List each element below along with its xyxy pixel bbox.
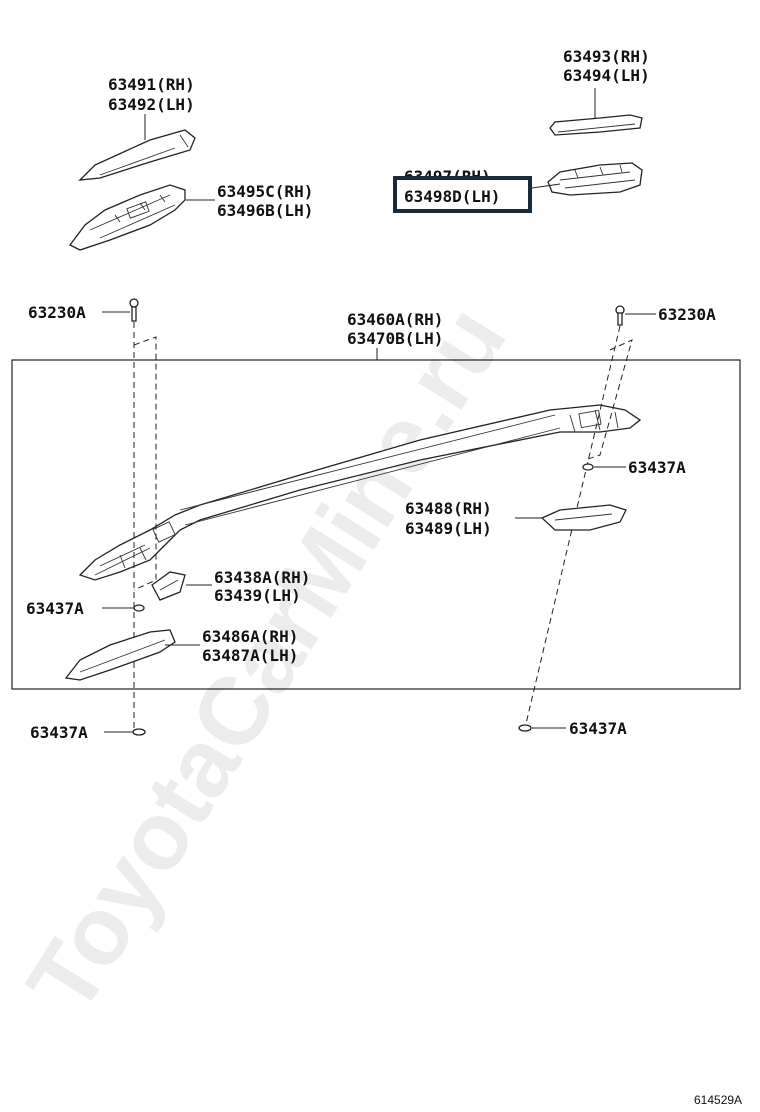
end-bracket-front-part[interactable]: [69, 184, 186, 251]
label-63437a-left-mid[interactable]: 63437A: [26, 599, 84, 618]
roof-rail-part[interactable]: [78, 404, 642, 581]
label-63487a[interactable]: 63487A(LH): [202, 646, 298, 665]
label-63438a[interactable]: 63438A(RH): [214, 568, 310, 587]
label-63498d[interactable]: 63498D(LH): [404, 187, 500, 206]
clip-left-mid[interactable]: [133, 604, 145, 612]
rail-pad-rear-part[interactable]: [540, 504, 627, 531]
clip-left-bottom[interactable]: [132, 728, 146, 736]
highlight-box: [393, 176, 532, 213]
leader-63498d: [531, 183, 561, 189]
guide-left-box: [133, 336, 157, 591]
clip-right-bottom[interactable]: [518, 724, 532, 732]
label-63494[interactable]: 63494(LH): [563, 66, 650, 85]
figure-id: 614529A: [694, 1093, 742, 1107]
label-63460a[interactable]: 63460A(RH): [347, 310, 443, 329]
label-63492[interactable]: 63492(LH): [108, 95, 195, 114]
guide-right: [524, 325, 621, 729]
end-cover-rear-part[interactable]: [549, 114, 643, 136]
label-63470b[interactable]: 63470B(LH): [347, 329, 443, 348]
bolt-right[interactable]: [615, 305, 625, 326]
label-63439[interactable]: 63439(LH): [214, 586, 301, 605]
label-63489[interactable]: 63489(LH): [405, 519, 492, 538]
rail-pad-front-part[interactable]: [64, 629, 176, 681]
label-63496b[interactable]: 63496B(LH): [217, 201, 313, 220]
rail-spacer-part[interactable]: [151, 571, 186, 601]
end-cover-front-part[interactable]: [78, 129, 196, 181]
label-63495c[interactable]: 63495C(RH): [217, 182, 313, 201]
clip-right-top[interactable]: [582, 463, 594, 471]
label-63493[interactable]: 63493(RH): [563, 47, 650, 66]
label-63488[interactable]: 63488(RH): [405, 499, 492, 518]
label-63230a-left[interactable]: 63230A: [28, 303, 86, 322]
label-63437a-right-bottom[interactable]: 63437A: [569, 719, 627, 738]
bolt-left[interactable]: [129, 298, 139, 322]
assembly-frame: [11, 359, 741, 690]
label-63437a-right-top[interactable]: 63437A: [628, 458, 686, 477]
label-63230a-right[interactable]: 63230A: [658, 305, 716, 324]
label-63491[interactable]: 63491(RH): [108, 75, 195, 94]
label-63486a[interactable]: 63486A(RH): [202, 627, 298, 646]
label-63437a-left-bottom[interactable]: 63437A: [30, 723, 88, 742]
guide-right-box: [584, 339, 633, 461]
end-bracket-rear-part[interactable]: [547, 162, 643, 196]
